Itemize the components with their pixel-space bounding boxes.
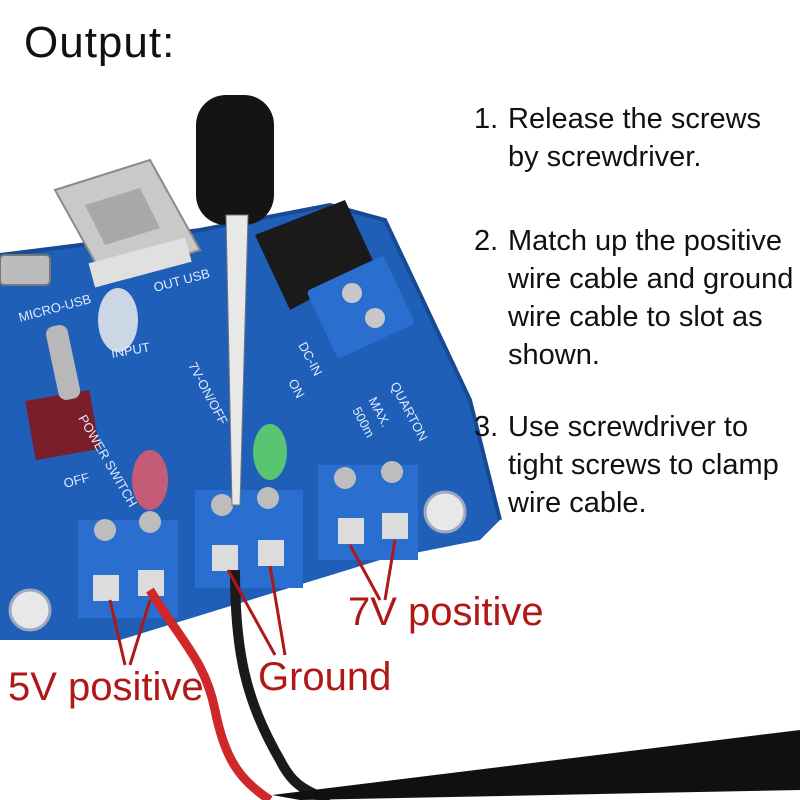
label-5v-positive: 5V positive (8, 665, 204, 709)
step-text: Release the screws by screwdriver. (508, 103, 762, 173)
terminal-block-7v (318, 461, 418, 560)
step-number: 3. (474, 411, 499, 443)
label-7v-positive: 7V positive (348, 590, 544, 634)
step-text: Use screwdriver to tight screws to clamp… (508, 411, 779, 519)
red-wire (146, 587, 273, 800)
toggle-switch (25, 389, 100, 461)
micro-usb-port (0, 254, 51, 286)
terminal-block-5v (78, 511, 178, 618)
mount-hole (423, 490, 467, 534)
screwdriver-handle (196, 95, 274, 225)
terminal-block-dc (307, 256, 414, 358)
mount-hole (8, 588, 52, 632)
green-led (253, 424, 287, 480)
step-number: 2. (474, 225, 499, 257)
board-input-label: INPUT (110, 339, 151, 361)
step-number: 1. (474, 103, 499, 135)
red-led (132, 450, 168, 510)
page-title: Output: (24, 18, 176, 67)
black-wire (230, 569, 332, 800)
clear-led (98, 288, 138, 352)
dc-jack (255, 200, 375, 310)
label-ground: Ground (258, 655, 392, 699)
step-text: Match up the positive wire cable and gro… (508, 225, 794, 371)
terminal-block-ground (195, 487, 303, 588)
screwdriver-shaft (225, 214, 249, 506)
board-off-label: OFF (62, 470, 91, 491)
